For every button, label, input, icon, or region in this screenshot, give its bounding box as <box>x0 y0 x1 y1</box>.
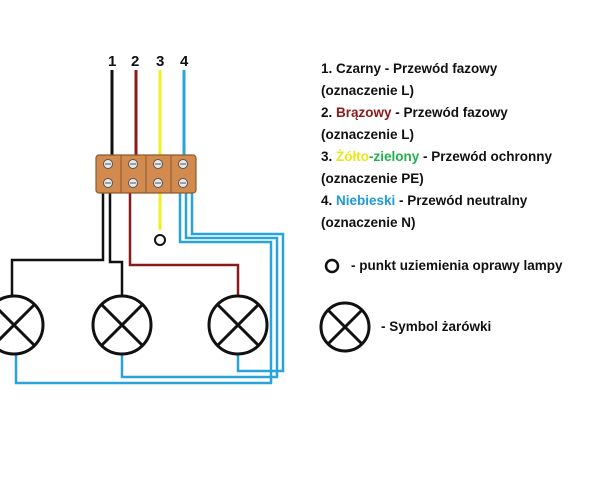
legend-note-4: (oznaczenie N) <box>321 215 416 230</box>
legend-color-green: zielony <box>373 149 420 164</box>
legend-item-1: 1. Czarny - Przewód fazowy <box>321 58 596 80</box>
ground-point-symbol <box>324 258 340 274</box>
legend-prefix: 1. <box>321 61 337 76</box>
lamp-2 <box>91 294 153 356</box>
brown-wire-out <box>128 190 240 296</box>
wire-number-3: 3 <box>156 53 164 70</box>
wire-legend: 1. Czarny - Przewód fazowy (oznaczenie L… <box>321 58 596 234</box>
legend-color-brown: Brązowy <box>336 105 392 120</box>
legend-prefix: 4. <box>321 193 337 208</box>
legend-desc: - Przewód fazowy <box>381 61 498 76</box>
ground-point <box>154 234 166 246</box>
blue-wire-out <box>14 190 285 385</box>
legend-desc: - Przewód ochronny <box>419 149 553 164</box>
legend-prefix: 3. <box>321 149 337 164</box>
bulb-symbol <box>319 301 371 353</box>
legend-color-black: Czarny <box>336 61 382 76</box>
legend-note-1: (oznaczenie L) <box>321 83 415 98</box>
black-wire-out <box>10 190 124 296</box>
terminal-block <box>95 154 197 194</box>
legend-color-sep: - <box>369 149 374 164</box>
legend-note-2: (oznaczenie L) <box>321 127 415 142</box>
wire-number-2: 2 <box>131 53 139 70</box>
legend-prefix: 2. <box>321 105 337 120</box>
lamp-3 <box>207 294 269 356</box>
legend-desc: - Przewód fazowy <box>391 105 508 120</box>
legend-note-3: (oznaczenie PE) <box>321 171 424 186</box>
legend-item-4: 4. Niebieski - Przewód neutralny <box>321 190 596 212</box>
wire-number-1: 1 <box>108 53 116 70</box>
bulb-symbol-label: - Symbol żarówki <box>381 319 492 334</box>
ground-point-label: - punkt uziemienia oprawy lampy <box>351 258 563 273</box>
wire-number-4: 4 <box>180 53 189 70</box>
legend-color-yellow: Żółto <box>336 149 370 164</box>
legend-desc: - Przewód neutralny <box>395 193 528 208</box>
legend-item-3: 3. Żółto-zielony - Przewód ochronny <box>321 146 596 168</box>
legend-item-2: 2. Brązowy - Przewód fazowy <box>321 102 596 124</box>
lamp-1 <box>0 294 45 356</box>
legend-color-blue: Niebieski <box>336 193 396 208</box>
